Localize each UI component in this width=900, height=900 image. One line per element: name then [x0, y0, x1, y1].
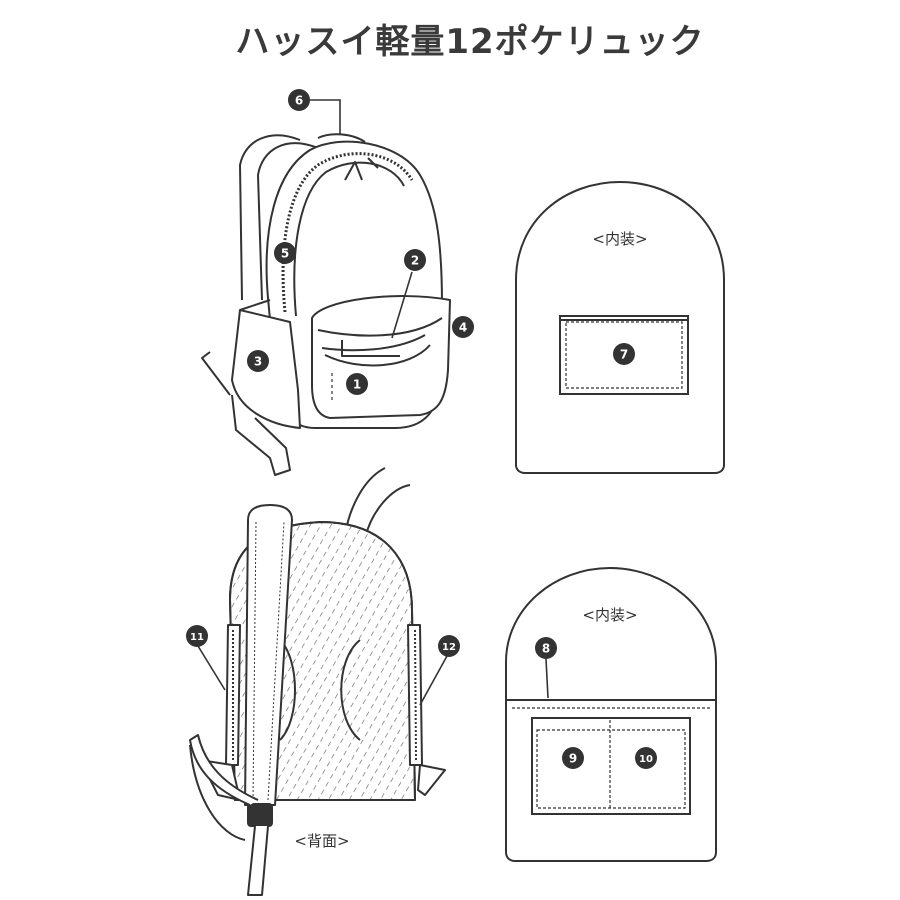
pocket-badge-10: 10 — [635, 747, 657, 769]
pocket-badge-12: 12 — [438, 635, 460, 657]
back-view — [189, 467, 446, 896]
svg-text:9: 9 — [569, 752, 577, 766]
leader-lines — [197, 99, 549, 706]
pocket-badge-2: 2 — [404, 249, 426, 271]
pocket-badge-3: 3 — [247, 350, 269, 372]
svg-text:3: 3 — [254, 355, 262, 369]
pocket-badge-9: 9 — [562, 747, 584, 769]
pocket-badge-8: 8 — [535, 637, 557, 659]
svg-text:5: 5 — [281, 247, 289, 261]
pocket-badge-5: 5 — [274, 242, 296, 264]
pocket-badge-11: 11 — [186, 625, 208, 647]
pocket-badge-4: 4 — [452, 316, 474, 338]
svg-text:10: 10 — [639, 754, 653, 765]
pocket-badge-6: 6 — [288, 89, 310, 111]
pocket-badge-1: 1 — [346, 373, 368, 395]
svg-text:1: 1 — [353, 378, 361, 392]
svg-text:7: 7 — [620, 348, 628, 362]
pocket-badge-7: 7 — [613, 343, 635, 365]
svg-text:4: 4 — [459, 321, 467, 335]
svg-text:6: 6 — [295, 94, 303, 108]
front-view — [201, 133, 451, 476]
page-title: ハッスイ軽量12ポケリュック — [235, 22, 705, 62]
svg-text:11: 11 — [190, 632, 204, 643]
svg-text:8: 8 — [542, 642, 550, 656]
svg-text:2: 2 — [411, 254, 419, 268]
back-label: <背面> — [294, 832, 349, 850]
inner-label-bottom: <内装> — [582, 606, 637, 624]
inner-view-top — [515, 180, 725, 474]
inner-label-top: <内装> — [592, 230, 647, 248]
svg-text:12: 12 — [442, 642, 456, 653]
inner-view-bottom — [505, 566, 717, 862]
